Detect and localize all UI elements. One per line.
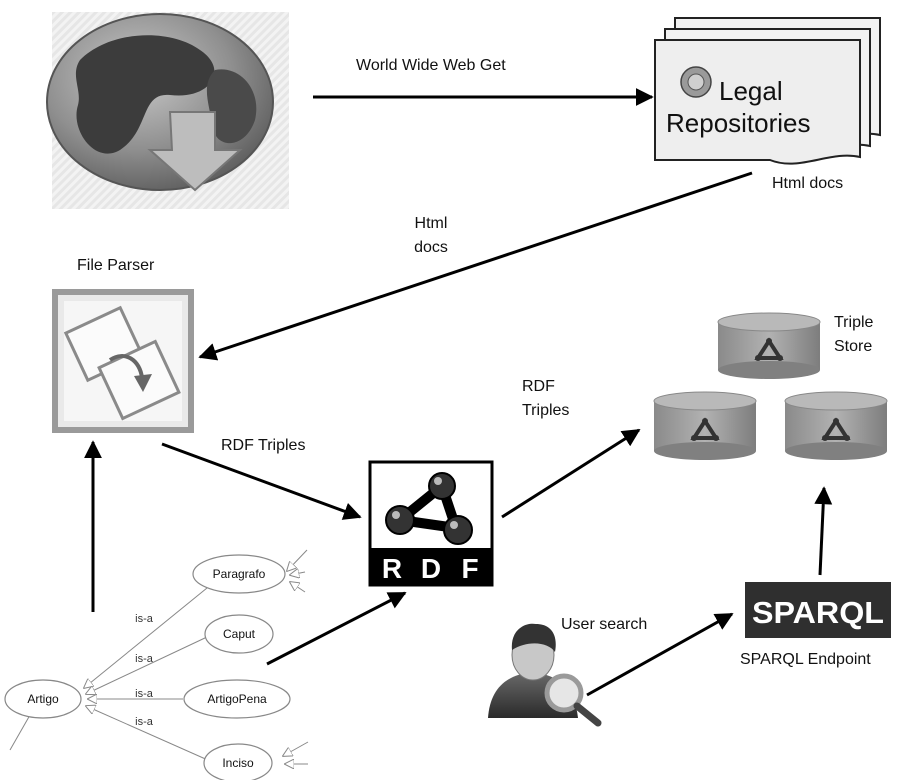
ontology-node-artigopena: [183, 679, 291, 719]
ontology-edge-label: is-a: [135, 653, 154, 665]
arrow-parser-to-rdf: [161, 442, 362, 520]
arrows: [84, 88, 833, 697]
arrow-repositories-to-parser: [198, 171, 753, 361]
ontology-node-paragrafo: [192, 554, 286, 594]
ontology-node-inciso: [203, 743, 273, 780]
arrow-sparql-to-triplestore: [814, 486, 833, 576]
triple-store-cylinder-top: [717, 312, 821, 379]
arrow-rdf-to-triplestore: [501, 428, 641, 519]
triple-store-cylinder-left: [653, 391, 757, 460]
ontology-edge-label: is-a: [135, 688, 154, 700]
rdf-logo: [368, 460, 494, 587]
file-parser-icon: [52, 289, 194, 433]
ontology-node-caput: [204, 614, 274, 654]
ontology-node-caput-label: Caput: [223, 627, 256, 641]
user-search-label: User search: [561, 616, 648, 633]
arrow-ontology-to-rdf: [266, 591, 407, 666]
sparql-logo: SPARQL: [745, 582, 891, 638]
ontology-graph: Artigo Paragrafo Caput ArtigoPena Inciso…: [4, 549, 309, 780]
ontology-node-paragrafo-label: Paragrafo: [213, 567, 266, 581]
magnifier-icon: [544, 673, 584, 713]
legal-repositories-icon: [654, 17, 881, 165]
arrow-user-to-sparql: [586, 612, 734, 697]
html-docs-mid-label-line1: Html: [414, 215, 448, 232]
www-globe-icon: [46, 12, 289, 209]
triple-store-icon: [653, 312, 888, 460]
rdf-triples-right-label-line2: Triples: [522, 402, 570, 419]
rdf-logo-letter-d: D: [421, 553, 441, 584]
file-parser-label: File Parser: [77, 257, 155, 274]
triple-store-label-line2: Store: [834, 338, 873, 355]
user-search-icon: [488, 623, 602, 727]
legal-repositories-label-line2: Repositories: [666, 108, 811, 138]
ontology-node-artigo-label: Artigo: [27, 692, 59, 706]
ontology-node-artigo: [4, 679, 82, 719]
html-docs-mid-label-line2: docs: [414, 239, 448, 256]
ontology-node-artigopena-label: ArtigoPena: [207, 692, 267, 706]
rdf-triples-left-label: RDF Triples: [221, 437, 306, 454]
html-docs-right-label: Html docs: [772, 175, 844, 192]
rdf-logo-letter-r: R: [382, 553, 402, 584]
sparql-logo-text: SPARQL: [752, 595, 884, 630]
ontology-edge-label: is-a: [135, 716, 154, 728]
triple-store-label-line1: Triple: [834, 314, 874, 331]
sparql-endpoint-label: SPARQL Endpoint: [740, 651, 871, 668]
ontology-node-inciso-label: Inciso: [222, 756, 254, 770]
rdf-logo-letter-f: F: [461, 553, 478, 584]
legal-repositories-label-line1: Legal: [719, 76, 783, 106]
triple-store-cylinder-right: [784, 391, 888, 460]
ontology-edge-label: is-a: [135, 613, 154, 625]
rdf-triples-right-label-line1: RDF: [522, 378, 555, 395]
www-get-label: World Wide Web Get: [356, 57, 506, 74]
